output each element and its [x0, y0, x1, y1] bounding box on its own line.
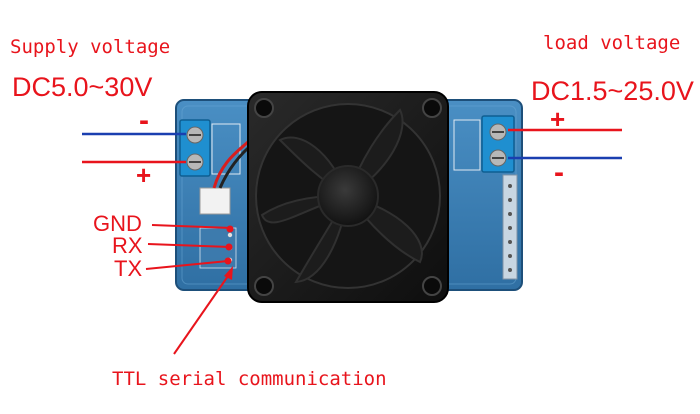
- load-plus-sign: +: [550, 104, 566, 134]
- pin-label-gnd: GND: [93, 211, 142, 236]
- supply-plus-sign: +: [136, 160, 152, 190]
- cooling-fan: [247, 91, 449, 303]
- input-terminal: [179, 119, 241, 177]
- ttl-serial-label: TTL serial communication: [112, 368, 387, 390]
- pin-label-tx: TX: [114, 256, 143, 281]
- ttl-arrow: [173, 266, 233, 355]
- supply-voltage-title: Supply voltage: [10, 36, 171, 58]
- supply-minus-sign: -: [139, 104, 149, 137]
- pin-leaders: [145, 224, 234, 270]
- output-terminal: [453, 115, 515, 173]
- pin-header-right: [502, 174, 518, 280]
- output-wires: [508, 128, 622, 160]
- load-minus-sign: -: [554, 156, 564, 189]
- supply-voltage-range: DC5.0~30V: [12, 72, 153, 102]
- load-voltage-range: DC1.5~25.0V: [531, 76, 694, 106]
- load-voltage-title: load voltage: [543, 32, 681, 54]
- input-wires: [82, 132, 186, 164]
- pin-label-rx: RX: [112, 233, 143, 258]
